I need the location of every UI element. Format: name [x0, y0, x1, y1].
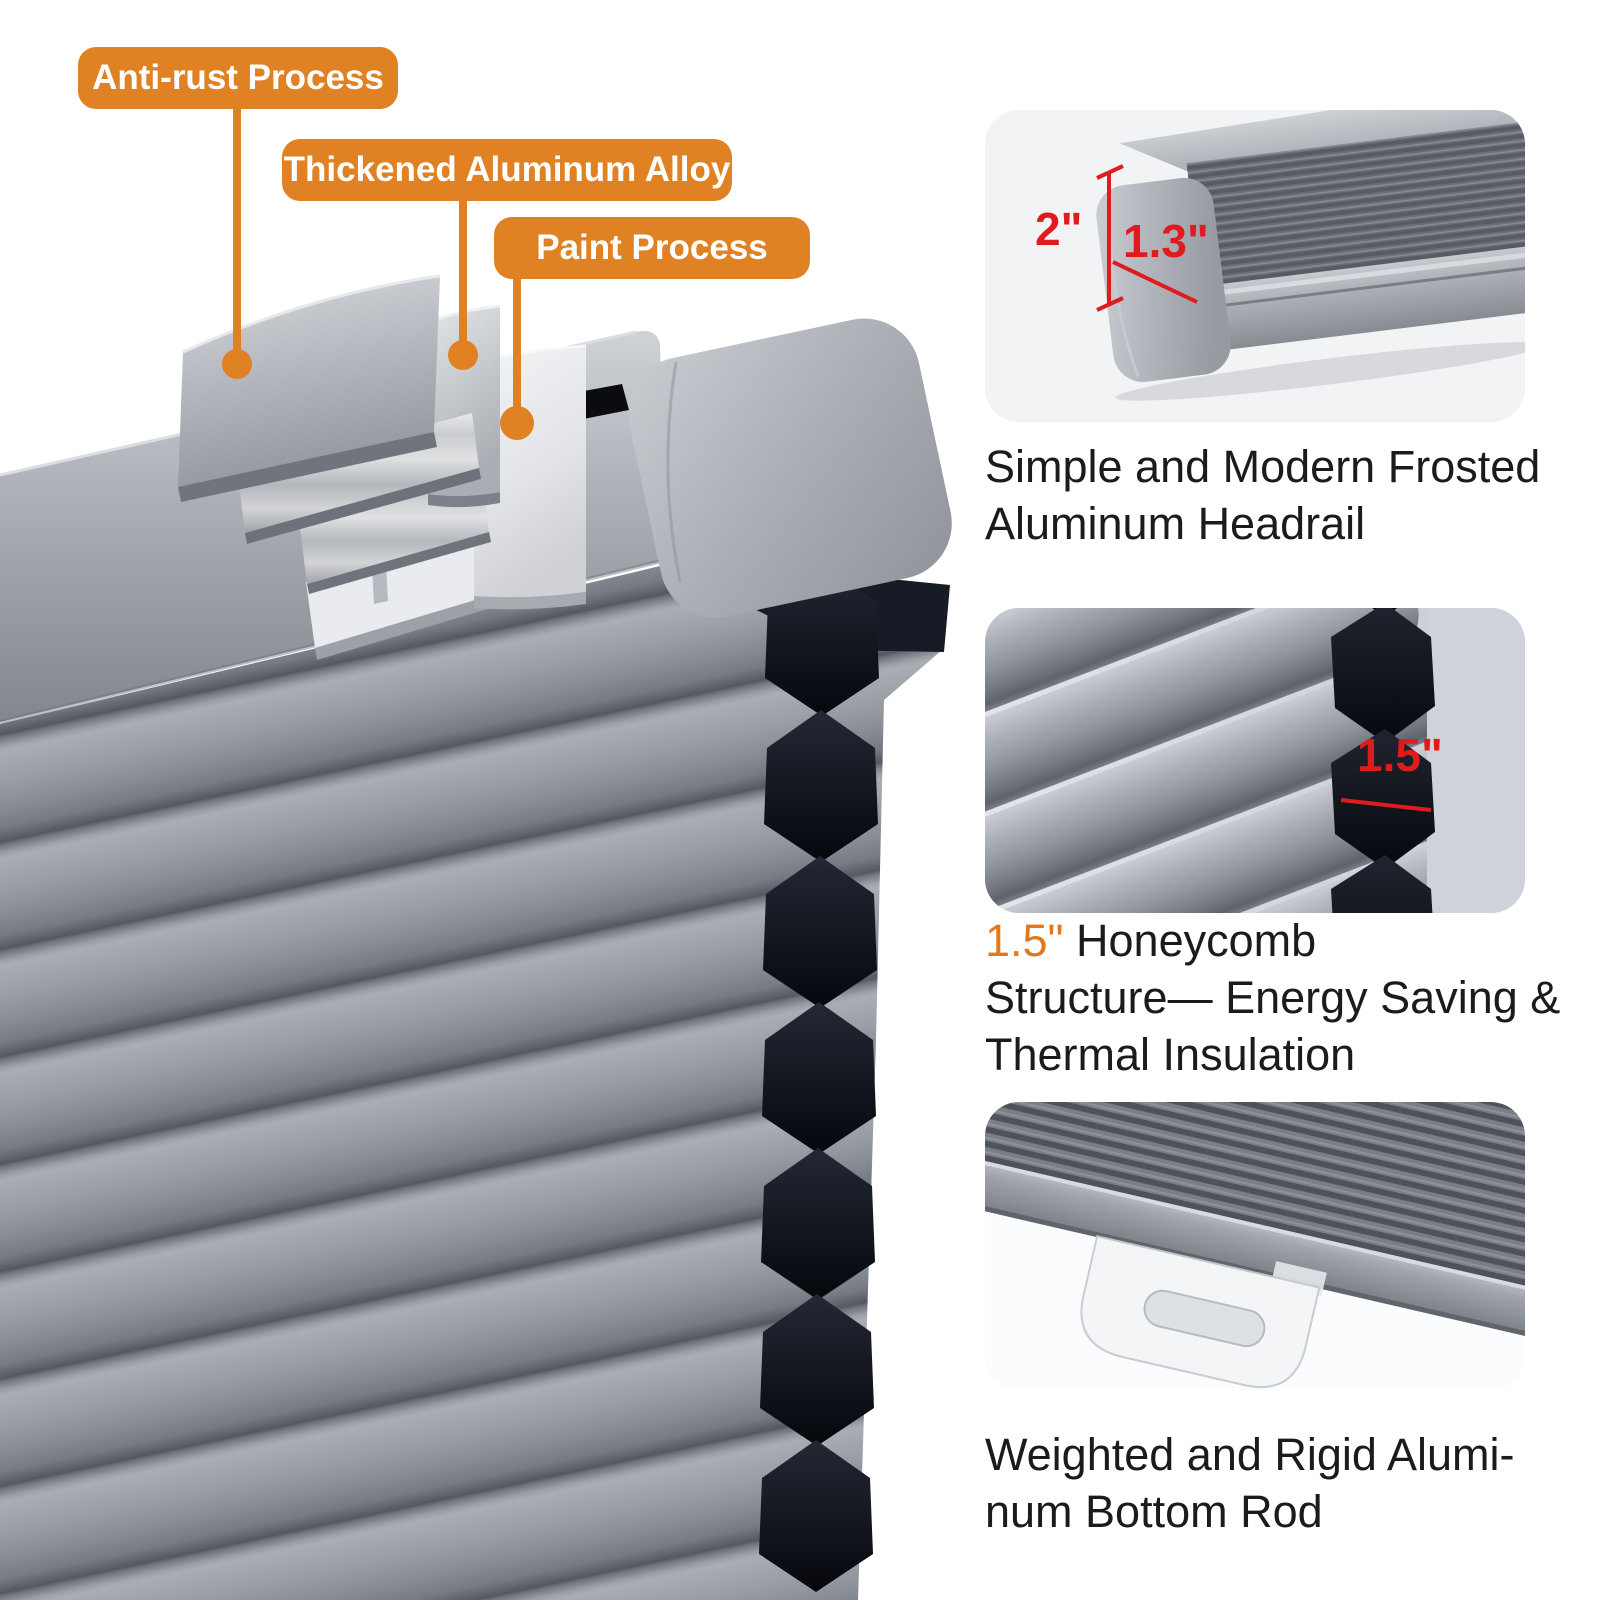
callout-line-anti-rust [233, 109, 241, 364]
cellular-fabric [0, 560, 950, 1600]
feature-caption-headrail: Simple and Modern Frosted Aluminum Headr… [985, 438, 1540, 552]
product-illustration [0, 274, 952, 1600]
honeycomb-cells [1331, 608, 1435, 913]
feature-caption-bottom-rod: Weighted and Rigid Alumi- num Bottom Rod [985, 1426, 1514, 1540]
callout-badge-paint-process: Paint Process [494, 217, 810, 279]
caption-rest: Honeycomb [1063, 915, 1317, 966]
callout-dot-anti-rust [222, 349, 252, 379]
feature-card-bottom-rod [985, 1102, 1525, 1390]
measure-label-height: 2" [1035, 203, 1083, 255]
measure-lines-headrail [1096, 164, 1198, 312]
callout-badge-anti-rust: Anti-rust Process [78, 47, 398, 109]
caption-line: Thermal Insulation [985, 1029, 1356, 1080]
caption-line: num Bottom Rod [985, 1486, 1323, 1537]
measure-label-depth: 1.3" [1123, 215, 1209, 267]
callout-dot-thickened-aluminum [448, 340, 478, 370]
caption-line: Weighted and Rigid Alumi- [985, 1429, 1515, 1480]
honeycomb-closeup-image [985, 608, 1525, 913]
caption-highlight: 1.5" [985, 915, 1064, 966]
exploded-layers [178, 274, 587, 660]
measure-label-cell: 1.5" [1357, 729, 1443, 781]
feature-card-headrail: 2" 1.3" [985, 110, 1525, 422]
caption-line: Simple and Modern Frosted [985, 441, 1541, 492]
measure-line-cell [1340, 798, 1432, 812]
headrail-closeup-image [985, 110, 1525, 422]
caption-line: Structure— Energy Saving & [985, 972, 1561, 1023]
callout-line-paint-process [513, 279, 521, 423]
feature-caption-honeycomb: 1.5" Honeycomb Structure— Energy Saving … [985, 912, 1560, 1083]
feature-card-honeycomb: 1.5" [985, 608, 1525, 913]
handle-tab [1080, 1234, 1327, 1389]
callout-dot-paint-process [500, 406, 534, 440]
caption-line: Aluminum Headrail [985, 498, 1366, 549]
callout-line-thickened-aluminum [459, 201, 467, 355]
bottom-rod-closeup-image [985, 1102, 1525, 1390]
callout-badge-thickened-aluminum: Thickened Aluminum Alloy [282, 139, 732, 201]
caption-line: 1.5" Honeycomb [985, 912, 1560, 969]
